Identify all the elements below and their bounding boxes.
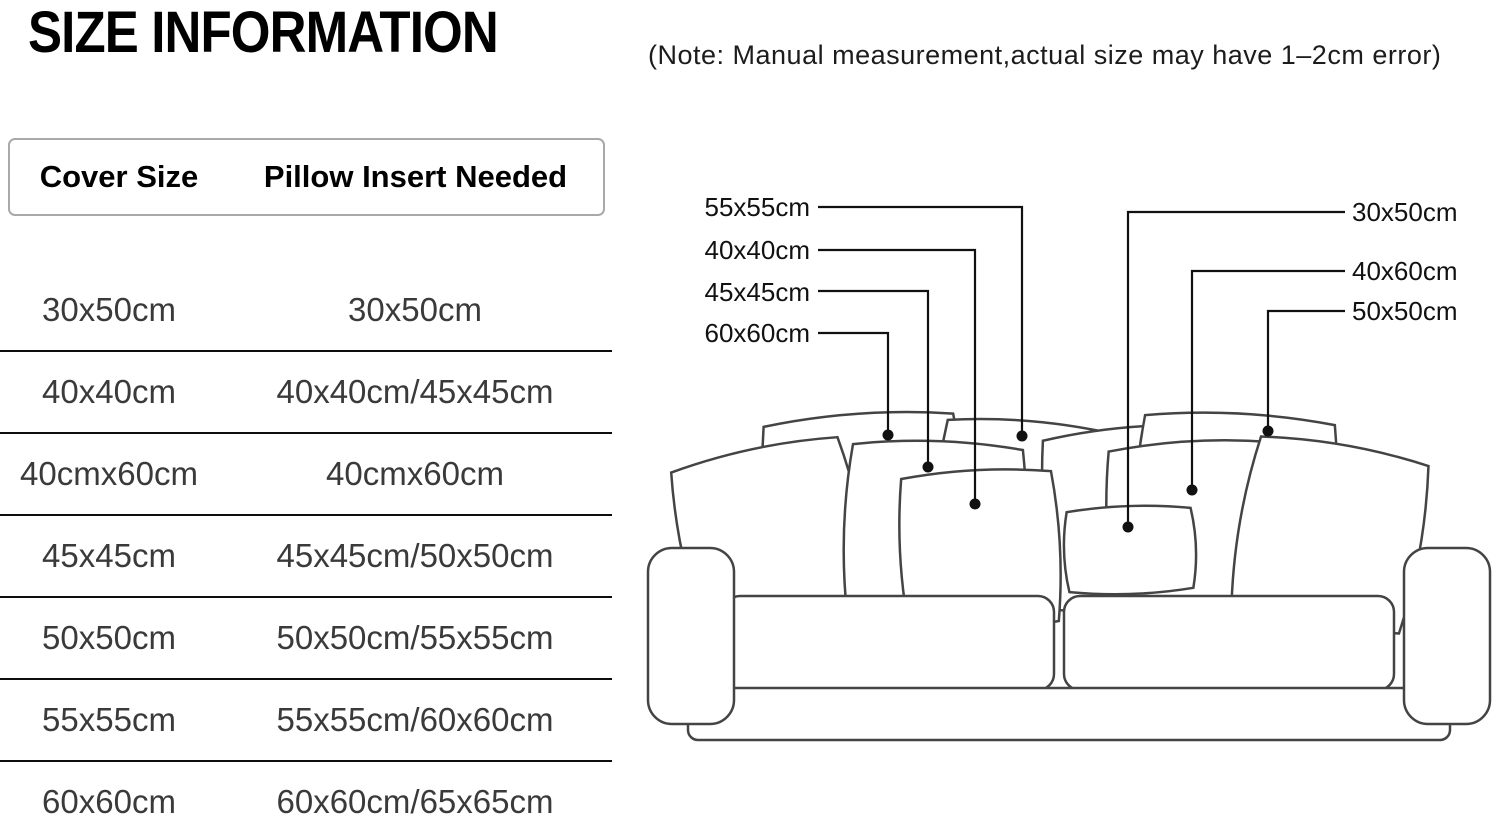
cell-cover-size: 40x40cm [42,373,176,410]
label-dot [1122,521,1134,533]
label-dots [882,425,1274,533]
table-row: 30x50cm 30x50cm [0,270,612,352]
pillow-label-30x50: 30x50cm [1352,197,1458,227]
size-table: 30x50cm 30x50cm 40x40cm 40x40cm/45x45cm … [0,270,612,837]
cell-cover-size: 55x55cm [42,701,176,738]
table-row: 40x40cm 40x40cm/45x45cm [0,352,612,434]
sofa-size-diagram: 55x55cm 40x40cm 45x45cm 60x60cm 30x50cm … [646,192,1492,742]
pillow-labels: 55x55cm 40x40cm 45x45cm 60x60cm 30x50cm … [705,192,1458,348]
sofa-seat-cushion-right [1062,594,1396,692]
pillow-label-40x60: 40x60cm [1352,256,1458,286]
sofa-armrest-left [646,546,736,726]
header-insert-needed: Pillow Insert Needed [263,159,568,194]
table-row: 55x55cm 55x55cm/60x60cm [0,680,612,762]
cell-cover-size: 45x45cm [42,537,176,574]
table-row: 40cmx60cm 40cmx60cm [0,434,612,516]
sofa-seat-cushion-left [722,594,1056,692]
page-title: SIZE INFORMATION [28,0,499,65]
leader-line [818,331,890,435]
cell-insert-size: 45x45cm/50x50cm [276,537,554,574]
table-row: 60x60cm 60x60cm/65x65cm [0,762,612,837]
label-dot [1016,430,1028,442]
cell-insert-size: 40cmx60cm [326,455,504,492]
label-dot [1262,425,1274,437]
cell-insert-size: 55x55cm/60x60cm [276,701,554,738]
pillow-label-60x60: 60x60cm [705,318,811,348]
leader-line [818,205,1024,436]
label-dot [882,429,894,441]
table-header: Cover Size Pillow Insert Needed [8,138,605,216]
label-dot [969,498,981,510]
leader-line [1266,309,1345,431]
table-row: 45x45cm 45x45cm/50x50cm [0,516,612,598]
cell-insert-size: 60x60cm/65x65cm [276,783,554,820]
sofa-base [686,686,1452,742]
cell-cover-size: 60x60cm [42,783,176,820]
leader-line [1190,269,1345,490]
table-row: 50x50cm 50x50cm/55x55cm [0,598,612,680]
pillow-label-55x55: 55x55cm [705,192,811,222]
leader-lines [818,205,1345,527]
pillow-shape-30x50 [1061,502,1199,598]
pillow-label-40x40: 40x40cm [705,235,811,265]
cell-cover-size: 40cmx60cm [20,455,198,492]
cell-insert-size: 30x50cm [348,291,482,328]
pillow-label-45x45: 45x45cm [705,277,811,307]
header-cover-size: Cover Size [39,159,199,194]
leader-line [1126,210,1345,527]
sofa-armrest-right [1402,546,1492,726]
pillow-label-50x50: 50x50cm [1352,296,1458,326]
cell-cover-size: 50x50cm [42,619,176,656]
cell-insert-size: 40x40cm/45x45cm [276,373,554,410]
label-dot [922,461,934,473]
cell-insert-size: 50x50cm/55x55cm [276,619,554,656]
cell-cover-size: 30x50cm [42,291,176,328]
leader-line [818,248,977,504]
leader-line [818,289,930,467]
measurement-note: (Note: Manual measurement,actual size ma… [648,40,1442,70]
label-dot [1186,484,1198,496]
sofa-illustration [646,405,1492,742]
